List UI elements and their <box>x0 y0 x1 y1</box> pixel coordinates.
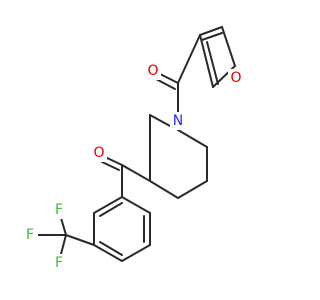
bond-phenyl <box>121 196 151 214</box>
bond-carbonyl-double <box>155 78 176 90</box>
bond-ketone-double <box>101 161 120 171</box>
bond-cf3 <box>65 234 95 246</box>
label-bg <box>228 69 244 87</box>
ketone-oxygen-left-label: O <box>93 145 104 161</box>
bond-phenyl <box>93 196 123 214</box>
ketone-oxygen-top-label: O <box>147 63 158 79</box>
molecule-canvas: O O N O F F F <box>22 26 244 272</box>
bond-carbonyl-furan <box>177 34 201 84</box>
label-bg <box>51 201 67 219</box>
bond-furan-double <box>201 32 223 41</box>
bond-phenyl <box>121 244 151 262</box>
bond-ketone <box>104 156 123 166</box>
label-bg <box>22 226 38 244</box>
bond-furan <box>199 34 214 88</box>
bond-ketone <box>121 164 151 182</box>
label-bg <box>91 144 107 162</box>
furan-oxygen-label: O <box>230 70 241 86</box>
bond-cf <box>60 234 67 255</box>
bond-group <box>37 26 236 262</box>
bond-carbonyl <box>157 72 179 84</box>
bond-phenyl <box>93 244 123 262</box>
bond-furan <box>221 26 236 67</box>
bond-furan <box>199 26 223 36</box>
bond-ring <box>149 180 179 199</box>
label-bg <box>51 254 67 272</box>
fluorine-bottom-label: F <box>55 255 63 271</box>
bond-ring <box>177 180 208 199</box>
bond-cf <box>60 217 67 236</box>
bond-phenyl-double <box>99 202 123 217</box>
molecule-structure: O O N O F F F <box>22 26 244 272</box>
bond-ring <box>177 129 208 148</box>
bond-furan-double <box>206 41 219 85</box>
fluorine-left-label: F <box>26 227 34 243</box>
bond-ring <box>149 114 171 127</box>
nitrogen-label: N <box>173 113 183 129</box>
label-bg <box>170 112 186 130</box>
label-bg <box>145 62 161 80</box>
bond-phenyl-double <box>99 241 123 256</box>
fluorine-top-label: F <box>55 202 63 218</box>
atom-label-group: O O N O F F F <box>22 62 244 272</box>
